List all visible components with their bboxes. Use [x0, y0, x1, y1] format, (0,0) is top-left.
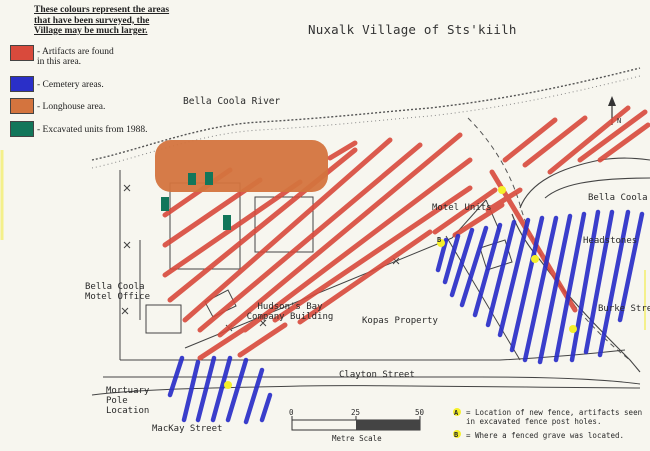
label-bella-coola: Bella Coola [588, 193, 648, 203]
note-b-marker: B [454, 431, 459, 439]
scale-bar [291, 416, 421, 431]
excavated-units [161, 172, 231, 230]
motel-office-building [145, 304, 182, 334]
legend-note: These colours represent the areas that h… [34, 5, 170, 36]
legend-swatch-excavated [10, 121, 34, 137]
label-mortuary-pole: Mortuary Pole Location [106, 386, 150, 416]
legend-label-artifact: - Artifacts are found in this area. [37, 47, 114, 67]
river-bank [91, 67, 641, 161]
road-bella-coola [519, 157, 650, 209]
scale-label: Metre Scale [332, 434, 382, 443]
scale-tick-25: 25 [351, 408, 361, 417]
marker-points [224, 186, 577, 438]
label-hudsons-bay: Hudson's Bay Company Building [246, 302, 334, 322]
note-a-text: = Location of new fence, artifacts seen … [466, 408, 643, 426]
legend-swatch-cemetery [10, 76, 34, 92]
legend-label-excavated: - Excavated units from 1988. [37, 125, 148, 135]
scale-tick-50: 50 [415, 408, 425, 417]
note-b-text: = Where a fenced grave was located. [466, 431, 625, 440]
road-bella-coola-inner [544, 177, 650, 199]
label-motel-units: Motel Units [432, 203, 492, 213]
legend-swatch-longhouse [10, 98, 34, 114]
legend-label-cemetery: - Cemetery areas. [37, 80, 104, 90]
hudsons-bay-building [204, 289, 237, 318]
label-motel-office: Bella Coola Motel Office [85, 282, 151, 302]
legend-swatch-artifact [10, 45, 34, 61]
scale-tick-0: 0 [289, 408, 294, 417]
legend-label-longhouse: - Longhouse area. [37, 102, 106, 112]
trail-dashed [467, 117, 631, 361]
longhouse-area [155, 140, 328, 192]
label-headstones: Headstones [583, 236, 638, 246]
note-a-marker: A [454, 409, 459, 417]
label-kopas-property: Kopas Property [362, 316, 438, 326]
label-burke-street: Burke Stre [598, 304, 650, 314]
label-mackay-street: MacKay Street [152, 424, 223, 434]
label-north: N [617, 117, 622, 125]
cemetery-area [167, 209, 645, 425]
label-river: Bella Coola River [183, 96, 281, 107]
building-lot [254, 196, 314, 253]
label-clayton-street: Clayton Street [339, 370, 415, 380]
label-marker-b-map: B [437, 236, 442, 244]
map-title: Nuxalk Village of Sts'kiilh [308, 22, 517, 37]
